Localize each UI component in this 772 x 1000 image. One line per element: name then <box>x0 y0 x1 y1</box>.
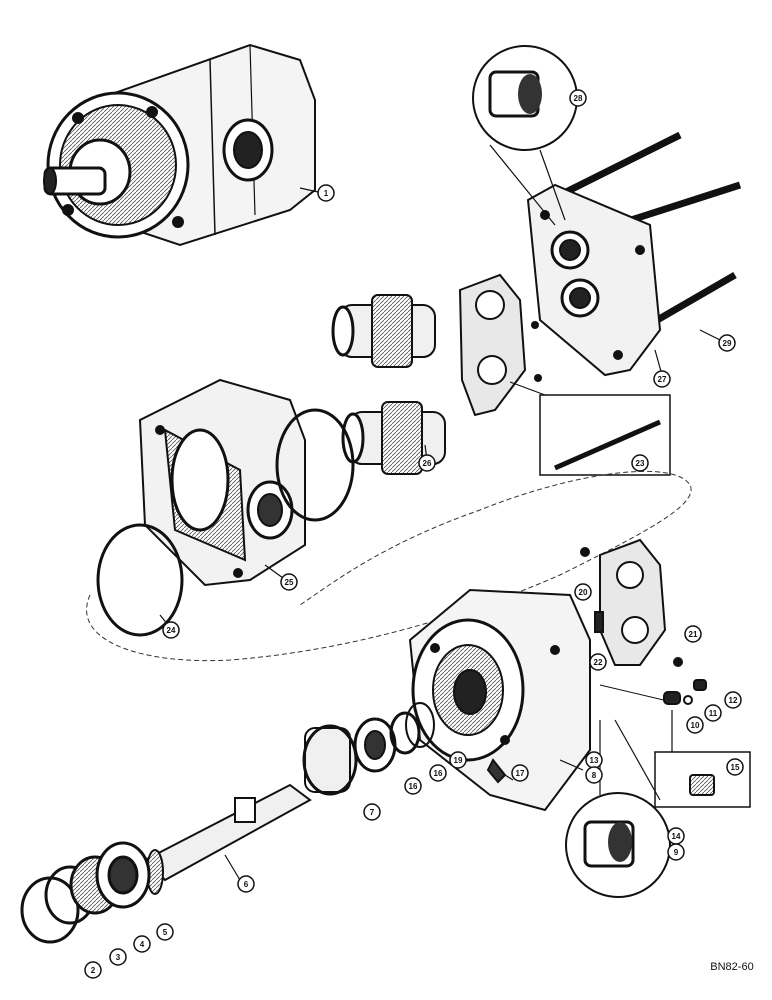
callout-23: 23 <box>631 454 649 472</box>
callout-8: 8 <box>585 766 603 784</box>
svg-text:25: 25 <box>285 578 294 587</box>
callout-1: 1 <box>317 184 335 202</box>
callout-2: 2 <box>84 961 102 979</box>
callout-6: 6 <box>237 875 255 893</box>
callout-26: 26 <box>418 454 436 472</box>
svg-text:5: 5 <box>163 928 168 937</box>
svg-text:21: 21 <box>689 630 698 639</box>
callout-16a: 16 <box>404 777 422 795</box>
callout-11: 11 <box>704 704 722 722</box>
svg-text:20: 20 <box>579 588 588 597</box>
svg-text:15: 15 <box>731 763 740 772</box>
callout-29: 29 <box>718 334 736 352</box>
svg-text:27: 27 <box>658 375 667 384</box>
callout-10: 10 <box>686 716 704 734</box>
bearing-detail-9 <box>565 719 671 898</box>
svg-text:13: 13 <box>590 756 599 765</box>
svg-text:24: 24 <box>167 626 176 635</box>
callout-labels: 1 28 29 27 26 23 25 24 20 21 22 12 11 10… <box>84 89 744 979</box>
retaining-rings <box>20 841 151 944</box>
svg-text:12: 12 <box>729 696 738 705</box>
svg-text:10: 10 <box>691 721 700 730</box>
callout-9: 9 <box>667 843 685 861</box>
rear-cover-assembly <box>526 131 742 377</box>
callout-27: 27 <box>653 370 671 388</box>
callout-15: 15 <box>726 758 744 776</box>
callout-16b: 16 <box>429 764 447 782</box>
front-wear-plate <box>580 538 683 667</box>
seal-loop-line <box>86 470 692 662</box>
drive-shaft <box>143 783 312 895</box>
svg-text:7: 7 <box>370 808 375 817</box>
callout-12: 12 <box>724 691 742 709</box>
callout-13: 13 <box>585 751 603 769</box>
svg-text:14: 14 <box>672 832 681 841</box>
svg-text:17: 17 <box>516 769 525 778</box>
svg-text:22: 22 <box>594 658 603 667</box>
callout-19: 19 <box>449 751 467 769</box>
svg-text:26: 26 <box>423 459 432 468</box>
svg-text:8: 8 <box>592 771 597 780</box>
callout-17: 17 <box>511 764 529 782</box>
callout-21: 21 <box>684 625 702 643</box>
assembled-pump <box>43 43 316 247</box>
callout-4: 4 <box>133 935 151 953</box>
pump-body <box>96 378 355 637</box>
svg-text:3: 3 <box>116 953 121 962</box>
svg-text:29: 29 <box>723 339 732 348</box>
relief-valve-parts <box>599 679 751 808</box>
shaft-seals <box>302 702 435 796</box>
drawing-code: BN82-60 <box>710 961 753 973</box>
svg-text:2: 2 <box>91 966 96 975</box>
svg-text:1: 1 <box>324 189 329 198</box>
callout-28: 28 <box>569 89 587 107</box>
gear-set <box>331 273 527 475</box>
callout-25: 25 <box>280 573 298 591</box>
svg-text:28: 28 <box>574 94 583 103</box>
callout-5: 5 <box>156 923 174 941</box>
svg-text:11: 11 <box>709 709 718 718</box>
callout-14: 14 <box>667 827 685 845</box>
callout-24: 24 <box>162 621 180 639</box>
svg-text:23: 23 <box>636 459 645 468</box>
svg-text:16: 16 <box>434 769 443 778</box>
callout-3: 3 <box>109 948 127 966</box>
callout-7: 7 <box>363 803 381 821</box>
callout-20: 20 <box>574 583 592 601</box>
svg-text:9: 9 <box>674 848 679 857</box>
svg-text:4: 4 <box>140 940 145 949</box>
svg-text:16: 16 <box>409 782 418 791</box>
svg-text:6: 6 <box>244 880 249 889</box>
svg-text:19: 19 <box>454 756 463 765</box>
callout-22: 22 <box>589 653 607 671</box>
